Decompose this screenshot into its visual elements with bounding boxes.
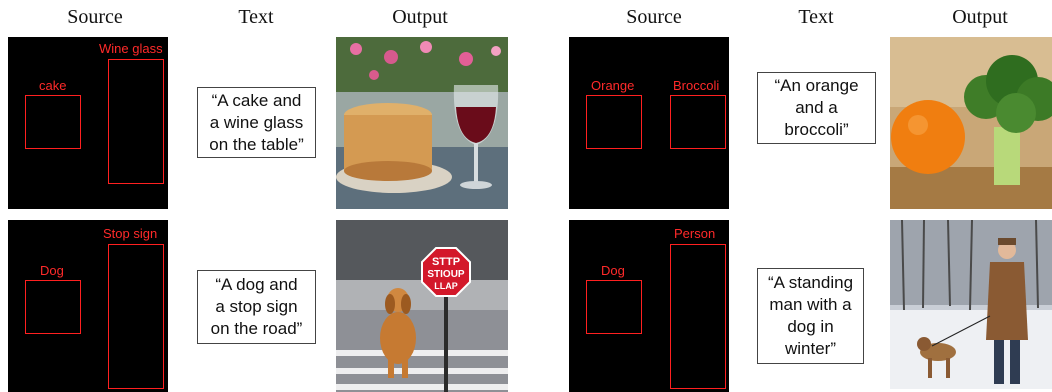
header-output-left: Output (392, 6, 448, 28)
bbox-orange (586, 95, 642, 149)
bbox-label-wine-glass: Wine glass (99, 41, 163, 56)
bbox-label-stop-sign: Stop sign (103, 226, 158, 241)
prompt-cake-wine: “A cake and a wine glass on the table” (197, 87, 316, 158)
header-source-right: Source (626, 6, 682, 28)
bbox-label-dog: Dog (601, 263, 625, 278)
stop-sign-text-line-3: LLAP (434, 281, 458, 291)
stop-sign-text-line-2: STIOUP (427, 269, 465, 280)
bbox-cake (25, 95, 81, 149)
bbox-wine-glass (108, 59, 164, 184)
source-layout-cake-wine: cake Wine glass (8, 37, 168, 209)
header-text-right: Text (798, 6, 834, 28)
output-image-cake-wine (336, 37, 508, 209)
bbox-person (670, 244, 726, 389)
source-layout-person-dog: Dog Person (569, 220, 729, 392)
bbox-dog (25, 280, 81, 334)
output-image-dog-stop: STTP STIOUP LLAP (336, 220, 508, 392)
header-source-left: Source (67, 6, 123, 28)
bbox-dog (586, 280, 642, 334)
header-text-left: Text (238, 6, 274, 28)
prompt-orange-broccoli: “An orange and a broccoli” (757, 72, 876, 144)
source-layout-dog-stop: Dog Stop sign (8, 220, 168, 392)
output-image-orange-broccoli (890, 37, 1052, 209)
source-layout-orange-broccoli: Orange Broccoli (569, 37, 729, 209)
prompt-dog-stop: “A dog and a stop sign on the road” (197, 270, 316, 344)
bbox-label-dog: Dog (40, 263, 64, 278)
bbox-label-broccoli: Broccoli (673, 78, 720, 93)
stop-sign-text-line-1: STTP (432, 256, 460, 268)
bbox-broccoli (670, 95, 726, 149)
bbox-label-orange: Orange (591, 78, 635, 93)
bbox-label-person: Person (674, 226, 716, 241)
bbox-label-cake: cake (39, 78, 67, 93)
header-output-right: Output (952, 6, 1008, 28)
bbox-stop-sign (108, 244, 164, 389)
output-image-person-dog (890, 220, 1052, 392)
prompt-person-dog: “A standing man with a dog in winter” (757, 268, 864, 364)
